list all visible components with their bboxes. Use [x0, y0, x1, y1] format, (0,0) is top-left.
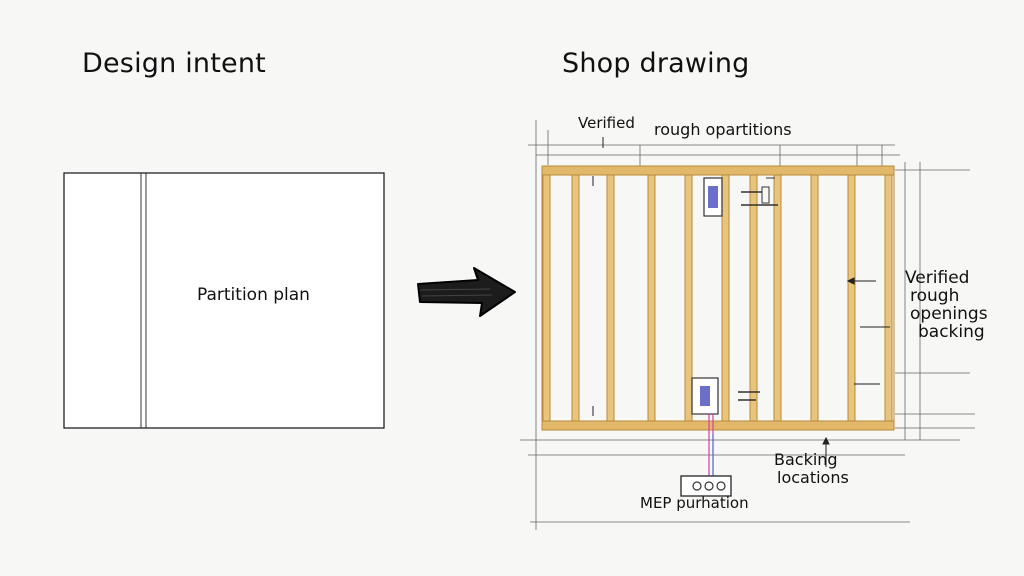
outlet-box-lower-icon [691, 377, 760, 415]
top-note-rough-openings: rough opartitions [654, 120, 792, 139]
side-note-rough: rough [910, 286, 960, 306]
side-note-openings: openings [910, 304, 988, 324]
bottom-note-backing: Backing [774, 450, 838, 469]
bottom-note-locations: locations [777, 468, 849, 487]
shop-drawing-title: Shop drawing [562, 48, 750, 79]
side-note-verified: Verified [905, 268, 970, 288]
side-note-backing: backing [918, 322, 985, 342]
partition-plan-label: Partition plan [197, 285, 310, 305]
stud-wall-frame [541, 165, 895, 431]
outlet-box-upper-icon [703, 177, 778, 217]
design-intent-title: Design intent [82, 48, 266, 79]
mep-penetration-line [708, 414, 714, 480]
mep-panel-box-icon [680, 475, 732, 497]
bottom-note-mep: MEP purhation [640, 494, 749, 512]
bold-right-arrow-icon [417, 267, 516, 317]
top-note-verified: Verified [578, 114, 635, 132]
dimension-lines [520, 120, 975, 530]
partition-plan-sheet [63, 172, 385, 429]
leader-arrows [592, 137, 890, 467]
